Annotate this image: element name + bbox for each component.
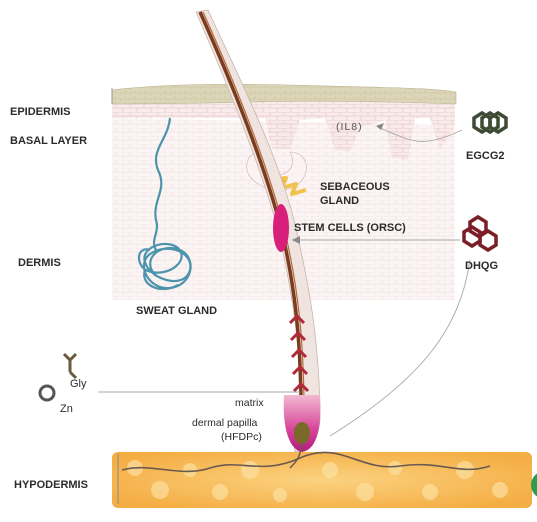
dermal-papilla [294, 422, 310, 444]
basal-layer-label: BASAL LAYER [10, 135, 88, 147]
hfdpc-label: (HFDPc) [221, 431, 262, 443]
epidermis-label: EPIDERMIS [10, 106, 71, 118]
epidermis-layer [111, 83, 457, 105]
egcg2-label: EGCG2 [466, 150, 505, 162]
dermis-label: DERMIS [18, 257, 61, 269]
stem-cells-label: STEM CELLS (ORSC) [294, 222, 406, 234]
il8-label: (IL8) [336, 121, 363, 133]
sebaceous-label-2: GLAND [320, 195, 360, 207]
dermal-papilla-label: dermal papilla [192, 417, 258, 429]
connector-lines [98, 127, 471, 437]
gly-icon [62, 352, 78, 380]
stem-cells-bulge [273, 204, 289, 252]
hypodermis-label: HYPODERMIS [14, 479, 88, 491]
sweat-gland [137, 117, 192, 291]
dhqg-icon [462, 214, 498, 253]
egcg2-il8-connector [379, 127, 463, 142]
zn-icon [38, 384, 56, 402]
dhqg-label: DHQG [465, 260, 498, 272]
hair-follicle [195, 9, 321, 469]
page-edge-marker [531, 473, 537, 497]
growth-chevrons [288, 313, 310, 393]
egcg2-icon [472, 110, 508, 135]
sebaceous-label-1: SEBACEOUS [320, 181, 390, 193]
dhqg-papilla-connector [329, 259, 471, 437]
matrix-label: matrix [235, 397, 264, 409]
zn-label: Zn [60, 403, 73, 415]
sweat-gland-label: SWEAT GLAND [136, 305, 218, 317]
hypodermis-layer [112, 451, 532, 508]
gly-label: Gly [70, 378, 87, 390]
